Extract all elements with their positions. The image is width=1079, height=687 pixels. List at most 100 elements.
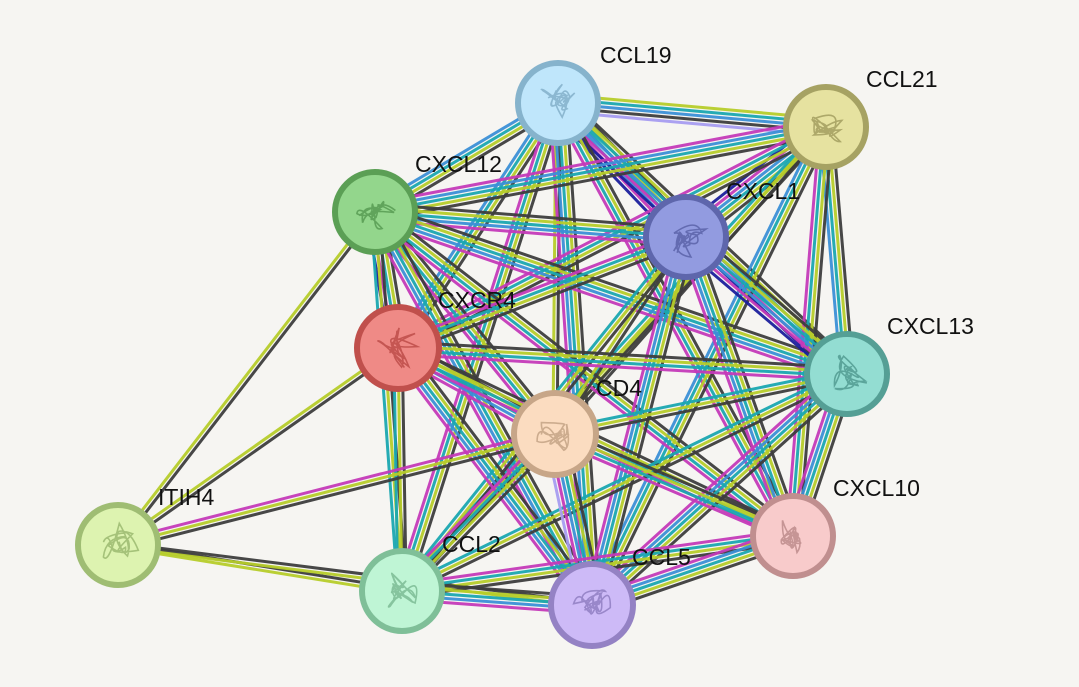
- node-label: CXCL12: [415, 151, 502, 177]
- node-ccl21[interactable]: CCL21: [783, 66, 938, 170]
- evidence-line-black: [398, 241, 690, 356]
- evidence-line-teal: [373, 125, 828, 214]
- protein-structure-icon: [780, 520, 802, 555]
- evidence-line-yellowgreen: [688, 234, 799, 537]
- evidence-line-magenta: [115, 428, 556, 543]
- node-cxcr4[interactable]: CXCR4: [354, 287, 516, 392]
- node-cxcl12[interactable]: CXCL12: [332, 151, 502, 255]
- evidence-line-black: [554, 376, 850, 440]
- node-label: CCL2: [442, 531, 501, 557]
- protein-structure-icon: [102, 521, 140, 559]
- evidence-line-teal: [552, 368, 848, 432]
- node-ccl2[interactable]: CCL2: [359, 531, 501, 634]
- evidence-line-yellowgreen: [374, 129, 829, 218]
- protein-structure-icon: [572, 589, 612, 615]
- evidence-line-black: [116, 541, 594, 605]
- evidence-line-blue: [680, 236, 791, 539]
- node-label: CD4: [596, 375, 642, 401]
- protein-structure-icon: [833, 354, 868, 391]
- node-label: CCL5: [632, 544, 691, 570]
- edge-cxcl1-cxcr4[interactable]: [394, 229, 690, 356]
- protein-structure-icon: [387, 572, 418, 608]
- evidence-line-black: [402, 376, 851, 597]
- node-cxcl13[interactable]: CXCL13: [804, 313, 974, 417]
- edge-cxcl13-cd4[interactable]: [552, 368, 850, 440]
- evidence-line-teal: [372, 212, 794, 540]
- evidence-line-yellowgreen: [115, 344, 399, 545]
- evidence-line-magenta: [399, 528, 794, 587]
- evidence-line-yellowgreen: [397, 237, 689, 352]
- evidence-line-teal: [373, 210, 849, 376]
- node-cxcl1[interactable]: CXCL1: [643, 178, 800, 280]
- evidence-line-blue: [372, 121, 827, 210]
- evidence-line-yellowgreen: [116, 432, 557, 547]
- node-label: ITIH4: [158, 484, 214, 510]
- edge-cxcr4-cxcl13[interactable]: [396, 340, 849, 382]
- evidence-line-yellowgreen: [553, 372, 849, 436]
- protein-structure-icon: [377, 327, 421, 369]
- node-circle: [548, 561, 636, 649]
- evidence-line-teal: [373, 210, 688, 239]
- evidence-line-teal: [395, 233, 687, 348]
- evidence-line-magenta: [370, 218, 846, 384]
- evidence-line-yellowgreen: [560, 101, 598, 607]
- node-label: CCL19: [600, 42, 672, 68]
- node-ccl19[interactable]: CCL19: [515, 42, 672, 146]
- evidence-line-black: [598, 237, 696, 609]
- evidence-line-black: [396, 340, 849, 370]
- evidence-line-yellowgreen: [398, 102, 562, 351]
- evidence-line-yellowgreen: [399, 343, 597, 604]
- evidence-line-black: [374, 202, 689, 231]
- edge-cd4-itih4[interactable]: [115, 428, 558, 551]
- protein-structure-icon: [673, 224, 709, 259]
- node-label: CXCL10: [833, 475, 920, 501]
- evidence-line-teal: [684, 235, 795, 538]
- node-ccl5[interactable]: CCL5: [548, 544, 691, 649]
- evidence-line-blue: [393, 349, 591, 610]
- evidence-line-blue: [369, 212, 590, 609]
- node-label: CCL21: [866, 66, 938, 92]
- evidence-line-magenta: [396, 352, 849, 382]
- evidence-line-teal: [396, 348, 849, 378]
- edge-cxcl12-itih4[interactable]: [114, 209, 379, 548]
- node-itih4[interactable]: ITIH4: [75, 484, 214, 588]
- evidence-line-black: [403, 341, 601, 602]
- edge-ccl21-cxcl12[interactable]: [371, 117, 830, 222]
- node-cd4[interactable]: CD4: [511, 375, 642, 478]
- edge-cxcl1-cxcl10[interactable]: [676, 232, 803, 541]
- protein-structure-icon: [810, 114, 844, 143]
- node-label: CXCL1: [726, 178, 800, 204]
- edge-cxcr4-itih4[interactable]: [115, 344, 401, 549]
- evidence-line-yellowgreen: [557, 93, 829, 121]
- evidence-line-magenta: [369, 215, 791, 543]
- node-label: CXCR4: [438, 287, 516, 313]
- evidence-line-black: [596, 378, 855, 613]
- evidence-line-black: [375, 133, 830, 222]
- evidence-line-teal: [556, 97, 828, 125]
- edge-cxcl13-ccl2[interactable]: [398, 368, 851, 597]
- evidence-line-blue: [587, 369, 846, 604]
- edge-cxcl12-cxcl1[interactable]: [372, 202, 689, 247]
- evidence-line-yellowgreen: [116, 545, 594, 609]
- evidence-line-yellowgreen: [593, 375, 852, 610]
- evidence-line-teal: [373, 210, 594, 607]
- evidence-line-teal: [369, 210, 400, 593]
- protein-structure-icon: [540, 83, 576, 119]
- evidence-line-black: [118, 211, 379, 548]
- evidence-line-yellowgreen: [114, 209, 375, 546]
- protein-structure-icon: [536, 421, 570, 452]
- evidence-line-black: [117, 348, 401, 549]
- evidence-line-teal: [590, 372, 849, 607]
- node-cxcl10[interactable]: CXCL10: [750, 475, 920, 579]
- evidence-line-yellowgreen: [374, 206, 850, 372]
- node-label: CXCL13: [887, 313, 974, 339]
- edge-cxcl12-cxcl13[interactable]: [370, 202, 852, 384]
- evidence-line-black: [692, 232, 803, 535]
- evidence-line-magenta: [676, 238, 787, 541]
- evidence-line-yellowgreen: [116, 545, 404, 595]
- edge-itih4-ccl5[interactable]: [116, 541, 594, 609]
- evidence-line-yellowgreen: [594, 236, 692, 608]
- evidence-line-black: [376, 202, 852, 368]
- nodes-layer: CCL19CCL21CXCL12CXCL1CXCR4CXCL13CD4ITIH4…: [75, 42, 974, 649]
